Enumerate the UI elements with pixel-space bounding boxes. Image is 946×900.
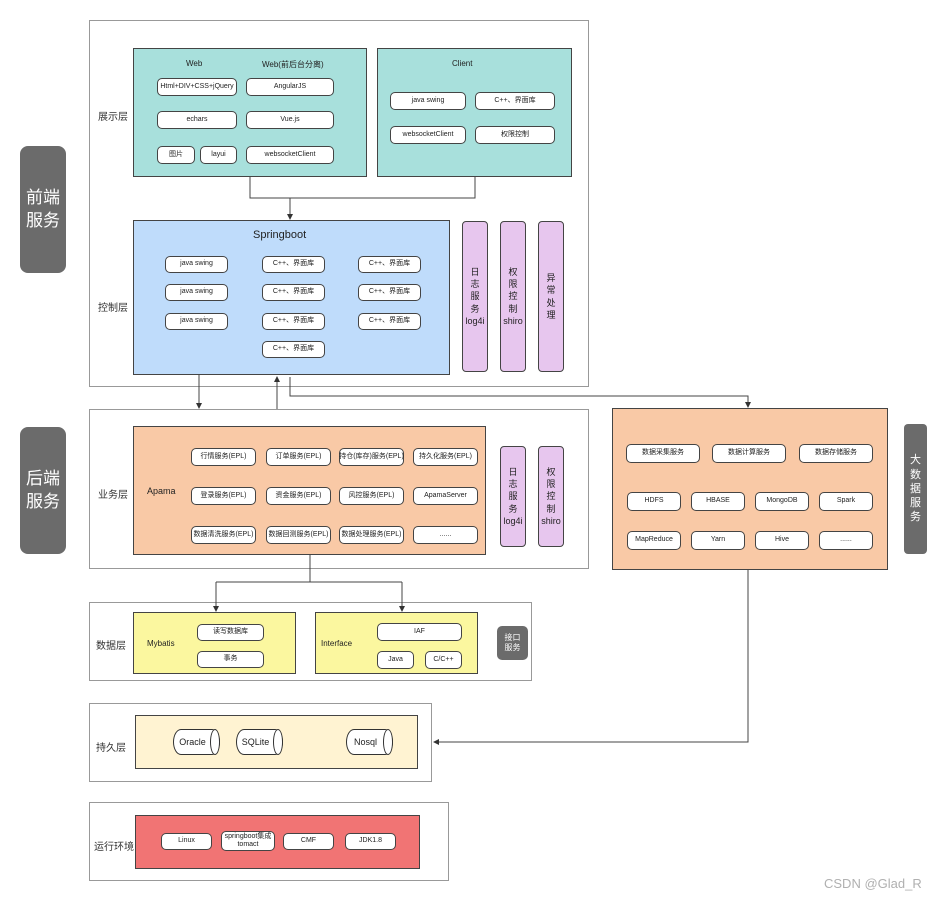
bigdata-services-tab: 大 数 据 服 务 — [904, 424, 927, 554]
apama-service: 行情服务(EPL) — [191, 448, 256, 466]
web-split-item: AngularJS — [246, 78, 334, 96]
runtime-item: CMF — [283, 833, 334, 850]
bigdata-service: 数据采集服务 — [626, 444, 700, 463]
bigdata-component: Spark — [819, 492, 873, 511]
springboot-item: C++、界面库 — [262, 256, 325, 273]
permission-control-box: 权 限 控 制 shiro — [500, 221, 526, 372]
client-item: websocketClient — [390, 126, 466, 144]
data-layer-label: 数据层 — [96, 641, 126, 652]
apama-service: 数据处理服务(EPL) — [339, 526, 404, 544]
bigdata-service: 数据存储服务 — [799, 444, 873, 463]
client-item: 权限控制 — [475, 126, 555, 144]
db-label: Oracle — [179, 737, 206, 747]
control-layer-label: 控制层 — [98, 303, 128, 314]
springboot-item: C++、界面库 — [358, 256, 421, 273]
runtime-label: 运行环境 — [94, 842, 134, 853]
apama-service: 持久化服务(EPL) — [413, 448, 478, 466]
springboot-item: C++、界面库 — [358, 313, 421, 330]
client-item: C++、界面库 — [475, 92, 555, 110]
web-split-item: Vue.js — [246, 111, 334, 129]
frontend-services-tab: 前端 服务 — [20, 146, 66, 273]
springboot-item: C++、界面库 — [358, 284, 421, 301]
db-label: Nosql — [353, 737, 377, 747]
bigdata-component: HBASE — [691, 492, 745, 511]
springboot-item: java swing — [165, 256, 228, 273]
business-layer-label: 业务层 — [98, 490, 128, 501]
mybatis-title: Mybatis — [147, 639, 175, 648]
bigdata-component: Hive — [755, 531, 809, 550]
bigdata-component: HDFS — [627, 492, 681, 511]
backend-services-tab: 后端 服务 — [20, 427, 66, 554]
springboot-item: C++、界面库 — [262, 313, 325, 330]
apama-title: Apama — [147, 486, 176, 496]
springboot-item: java swing — [165, 284, 228, 301]
client-item: java swing — [390, 92, 466, 110]
runtime-item: JDK1.8 — [345, 833, 396, 850]
log-service-box: 日 志 服 务 log4i — [500, 446, 526, 547]
web-title: Web — [186, 59, 203, 68]
web-split-title: Web(前后台分离) — [262, 60, 324, 69]
interface-title: Interface — [321, 639, 353, 648]
apama-service: 订单服务(EPL) — [266, 448, 331, 466]
sqlite-db-icon: SQLite — [236, 729, 283, 755]
bigdata-component: MapReduce — [627, 531, 681, 550]
springboot-item: C++、界面库 — [262, 341, 325, 358]
client-title: Client — [452, 59, 473, 68]
oracle-db-icon: Oracle — [173, 729, 220, 755]
web-item: layui — [200, 146, 237, 164]
interface-service-tag: 接口 服务 — [497, 626, 528, 660]
mybatis-item: 读写数据库 — [197, 624, 264, 641]
interface-item: C/C++ — [425, 651, 462, 669]
bigdata-component: Yarn — [691, 531, 745, 550]
bigdata-component: ...... — [819, 531, 873, 550]
apama-service: 登录服务(EPL) — [191, 487, 256, 505]
web-item: 图片 — [157, 146, 195, 164]
apama-service: ApamaServer — [413, 487, 478, 505]
permission-control-box: 权 限 控 制 shiro — [538, 446, 564, 547]
interface-item: Java — [377, 651, 414, 669]
log-service-box: 日 志 服 务 log4i — [462, 221, 488, 372]
bigdata-component: MongoDB — [755, 492, 809, 511]
apama-service: 数据清洗服务(EPL) — [191, 526, 256, 544]
bigdata-service: 数据计算服务 — [712, 444, 786, 463]
runtime-item: Linux — [161, 833, 212, 850]
springboot-title: Springboot — [253, 229, 307, 241]
exception-handling-box: 异 常 处 理 — [538, 221, 564, 372]
apama-service: 风控服务(EPL) — [339, 487, 404, 505]
interface-item: IAF — [377, 623, 462, 641]
apama-service: 资金服务(EPL) — [266, 487, 331, 505]
springboot-item: C++、界面库 — [262, 284, 325, 301]
persistence-layer-label: 持久层 — [96, 743, 126, 754]
runtime-item: springboot集成 tomact — [221, 831, 275, 851]
client-box — [377, 48, 572, 177]
mybatis-item: 事务 — [197, 651, 264, 668]
apama-service: ...... — [413, 526, 478, 544]
web-item: echars — [157, 111, 237, 129]
db-label: SQLite — [241, 737, 270, 747]
springboot-item: java swing — [165, 313, 228, 330]
web-split-item: websocketClient — [246, 146, 334, 164]
nosql-db-icon: Nosql — [346, 729, 393, 755]
apama-service: 数据回测服务(EPL) — [266, 526, 331, 544]
apama-service: 持仓(库存)服务(EPL) — [339, 448, 404, 466]
watermark: CSDN @Glad_R — [824, 876, 922, 891]
presentation-layer-label: 展示层 — [98, 112, 128, 123]
web-item: Html+DIV+CSS+jQuery — [157, 78, 237, 96]
